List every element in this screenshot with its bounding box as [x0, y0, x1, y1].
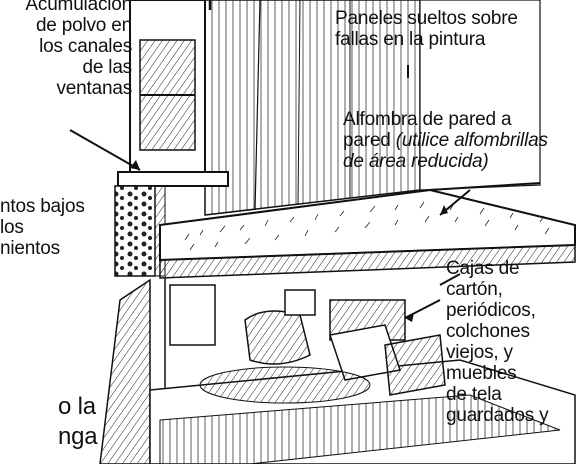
- label-carpet-main: Alfombra de pared a pared: [343, 109, 512, 151]
- area-rug: [199, 366, 371, 404]
- arrowhead: [130, 160, 140, 170]
- carpet-floor: [159, 188, 576, 279]
- label-carpet: Alfombra de pared a pared (utilice alfom…: [343, 88, 548, 172]
- label-window-dust: Acumulación de polvo en los canales de l…: [25, 0, 132, 99]
- label-bottom-left: o la nga: [58, 393, 98, 450]
- right-wall: [419, 0, 541, 191]
- label-loose-panels: Paneles sueltos sobre fallas en la pintu…: [335, 8, 518, 50]
- wall-section: [114, 185, 166, 277]
- window: [117, 0, 229, 187]
- label-stored-items: Cajas de cartón, periódicos, colchones v…: [446, 258, 549, 426]
- arrowhead: [440, 205, 448, 215]
- stored-items: [244, 289, 446, 396]
- label-low-spots: ntos bajos los nientos: [0, 196, 85, 259]
- label-carpet-note: (utilice alfombrillas de área reducida): [343, 130, 548, 172]
- arrowhead: [405, 313, 414, 322]
